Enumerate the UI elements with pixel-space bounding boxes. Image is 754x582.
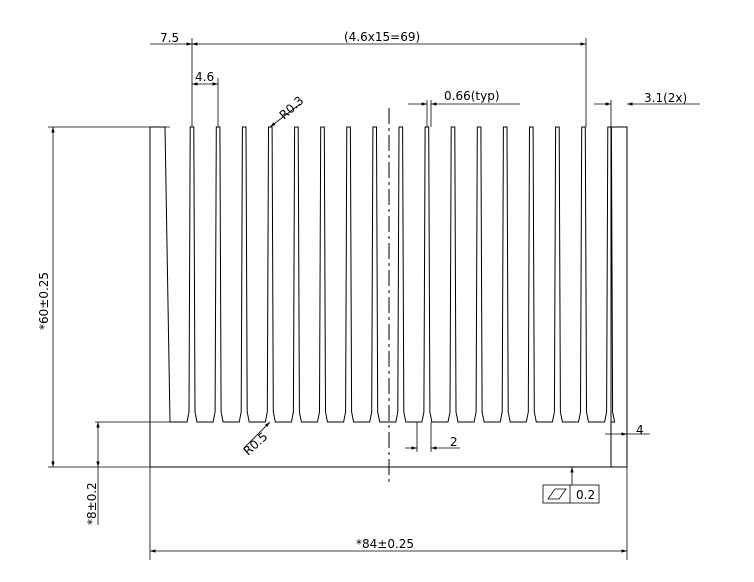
extension-lines	[48, 38, 628, 560]
dimension-lines	[51, 42, 700, 553]
dim-tip-radius: R0.3	[277, 93, 307, 122]
dim-pitch: 4.6	[195, 70, 214, 84]
dim-end-fin-width: 3.1(2x)	[644, 91, 687, 105]
dim-fin-gap: 2	[450, 435, 458, 449]
flatness-frame: 0.2	[542, 484, 600, 504]
dim-overall-width: *84±0.25	[356, 537, 414, 551]
dim-base-thickness: *8±0.2	[85, 482, 99, 525]
dim-edge-offset: 7.5	[160, 31, 179, 45]
dim-fin-thickness: 0.66(typ)	[444, 89, 500, 103]
dim-root-radius: R0.5	[241, 429, 271, 458]
dim-overall-height: *60±0.25	[37, 272, 51, 330]
dim-end-offset: 4	[636, 423, 644, 437]
flatness-value: 0.2	[576, 488, 595, 502]
profile-outline	[149, 126, 616, 467]
dim-pitch-total: (4.6x15=69)	[344, 30, 420, 44]
flatness-symbol-icon	[547, 488, 567, 500]
